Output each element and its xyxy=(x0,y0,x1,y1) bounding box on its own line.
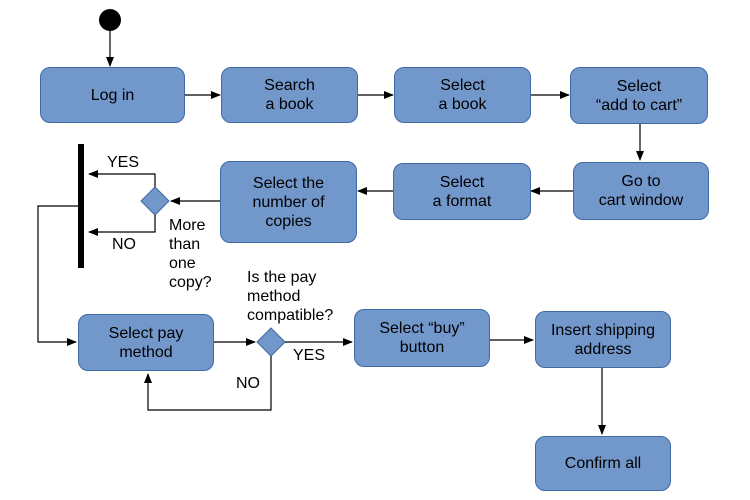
node-select-format: Select a format xyxy=(393,163,531,220)
node-log-in: Log in xyxy=(40,67,185,123)
pay-yes-label: YES xyxy=(293,347,326,364)
pay-decision-diamond xyxy=(256,327,286,357)
pay-question-label: Is the pay method compatible? xyxy=(247,269,334,324)
copies-decision-diamond xyxy=(140,186,170,216)
node-select-book: Select a book xyxy=(394,67,531,123)
edge-decision-yes xyxy=(88,170,156,187)
sync-bar xyxy=(78,144,84,268)
node-confirm-all: Confirm all xyxy=(535,436,671,491)
node-cart-window: Go to cart window xyxy=(573,162,709,220)
edge-decision-no xyxy=(88,215,156,236)
copies-yes-label: YES xyxy=(107,154,140,171)
pay-no-label: NO xyxy=(236,375,260,392)
node-shipping-address: Insert shipping address xyxy=(535,311,671,368)
node-search-book: Search a book xyxy=(221,67,358,123)
node-select-buy-button: Select “buy” button xyxy=(354,309,490,367)
copies-no-label: NO xyxy=(112,236,136,253)
node-number-of-copies: Select the number of copies xyxy=(220,161,357,243)
start-node xyxy=(99,9,121,31)
copies-question-label: More than one copy? xyxy=(169,217,212,291)
edge-pay-no xyxy=(144,356,272,411)
node-add-to-cart: Select “add to cart” xyxy=(570,67,708,124)
edge-bar-paymethod xyxy=(37,205,78,346)
node-select-pay-method: Select pay method xyxy=(78,314,214,371)
